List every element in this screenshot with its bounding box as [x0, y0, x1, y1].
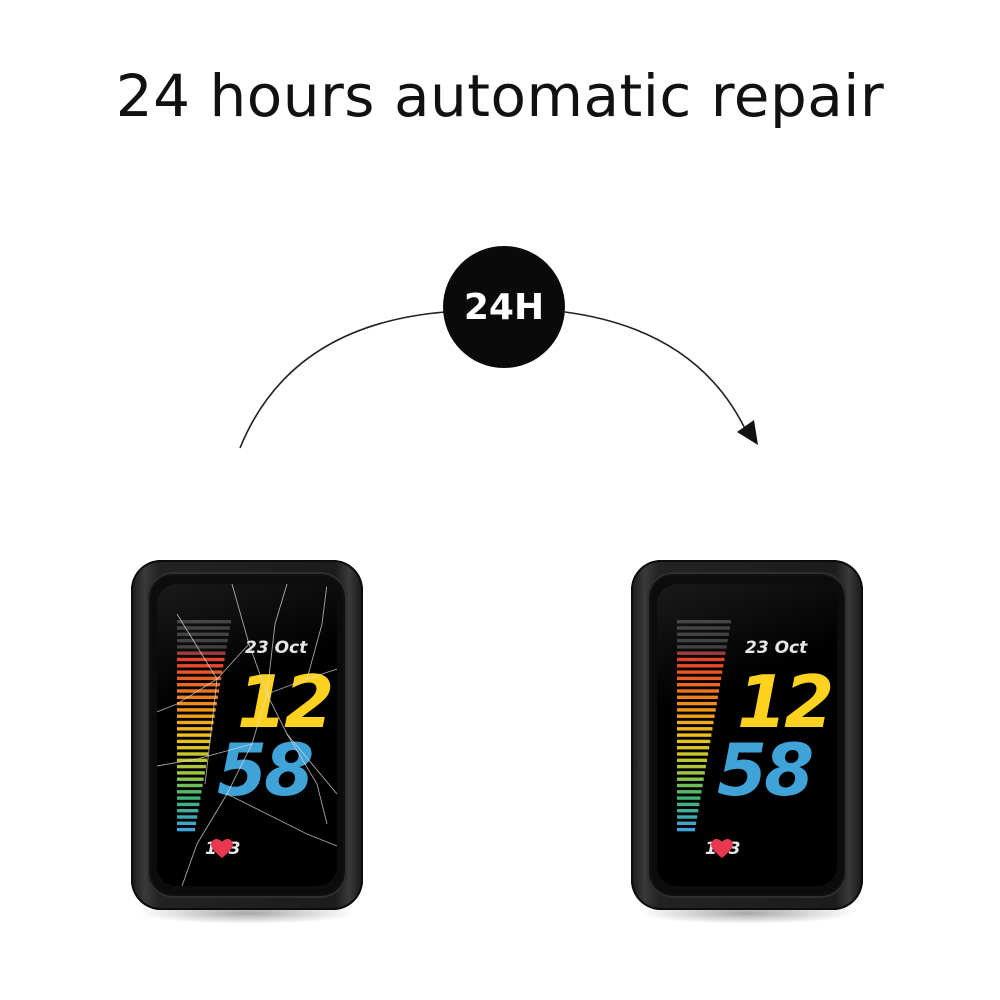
- activity-bar: [677, 777, 704, 781]
- hour-digits: 12: [737, 660, 834, 744]
- activity-bar: [177, 821, 197, 825]
- activity-bar: [677, 664, 724, 668]
- activity-bar: [677, 764, 706, 769]
- activity-bar: [177, 683, 221, 687]
- activity-bar: [677, 790, 702, 794]
- activity-bar: [677, 720, 714, 725]
- activity-bar: [177, 733, 212, 737]
- activity-bar: [677, 695, 718, 699]
- date-label: 23 Oct: [245, 638, 308, 658]
- activity-bar: [177, 827, 195, 832]
- activity-bar: [177, 664, 224, 668]
- activity-bar: [177, 739, 211, 744]
- heart-icon: [211, 839, 233, 859]
- activity-bar: [677, 733, 712, 737]
- activity-bar: [177, 746, 210, 750]
- activity-bar: [677, 809, 699, 813]
- tracker-screen: 23 Oct 12 58 133: [157, 584, 337, 886]
- time-badge-label: 24H: [463, 286, 545, 328]
- activity-bar: [177, 752, 209, 756]
- headline: 24 hours automatic repair: [115, 62, 885, 130]
- activity-bar: [677, 683, 721, 687]
- heart-rate-row: 133: [205, 839, 241, 859]
- activity-bar: [177, 708, 216, 712]
- activity-bar: [677, 651, 726, 655]
- activity-bar: [177, 796, 201, 800]
- activity-bar: [677, 758, 707, 762]
- hour-digits: 12: [237, 660, 334, 744]
- heart-rate-row: 133: [705, 839, 741, 859]
- activity-bar: [177, 632, 229, 636]
- activity-bar: [677, 708, 716, 712]
- activity-bar: [677, 752, 709, 756]
- time-badge: 24H: [443, 246, 565, 368]
- activity-bar: [677, 645, 727, 649]
- activity-bar: [677, 771, 705, 775]
- minute-digits: 58: [717, 728, 814, 812]
- minute-digits: 58: [217, 728, 314, 812]
- heart-icon: [711, 839, 733, 859]
- activity-bar: [677, 796, 701, 800]
- activity-bar: [177, 695, 218, 699]
- activity-bar: [677, 657, 725, 662]
- activity-bar: [677, 632, 729, 636]
- activity-bar: [677, 701, 717, 706]
- activity-bar: [177, 777, 204, 781]
- activity-bar: [177, 701, 217, 706]
- activity-bar: [177, 727, 213, 731]
- activity-bar: [677, 783, 703, 788]
- activity-bar: [177, 815, 198, 819]
- activity-bar: [177, 771, 205, 775]
- activity-bar: [677, 676, 722, 681]
- activity-bar: [177, 670, 223, 674]
- activity-bar: [677, 727, 713, 731]
- activity-bar: [177, 676, 222, 681]
- activity-bar: [677, 638, 728, 643]
- activity-bar: [177, 645, 227, 649]
- activity-bar: [177, 783, 203, 788]
- activity-bar: [177, 657, 225, 662]
- activity-bar: [177, 620, 231, 624]
- activity-bar: [677, 670, 723, 674]
- activity-bar: [177, 809, 199, 813]
- activity-bar: [177, 802, 200, 807]
- fitness-tracker-cracked: 23 Oct 12 58 133: [131, 560, 363, 924]
- activity-bar: [177, 790, 202, 794]
- activity-bar: [677, 802, 700, 807]
- activity-bar: [677, 714, 715, 718]
- activity-bar: [177, 638, 228, 643]
- activity-bar: [677, 815, 698, 819]
- activity-bar: [177, 714, 215, 718]
- activity-bar: [677, 739, 711, 744]
- date-label: 23 Oct: [745, 638, 808, 658]
- activity-bar: [677, 689, 719, 693]
- activity-bar: [677, 821, 697, 825]
- activity-bar: [677, 827, 695, 832]
- activity-bars: [677, 620, 731, 832]
- activity-bar: [677, 626, 730, 630]
- crack-lines: [157, 584, 337, 886]
- activity-bar: [677, 746, 710, 750]
- activity-bar: [177, 626, 230, 630]
- fitness-tracker-repaired: 23 Oct 12 58 133: [631, 560, 863, 924]
- activity-bar: [177, 764, 206, 769]
- activity-bar: [177, 720, 214, 725]
- activity-bar: [677, 620, 731, 624]
- tracker-screen: 23 Oct 12 58 133: [657, 584, 837, 886]
